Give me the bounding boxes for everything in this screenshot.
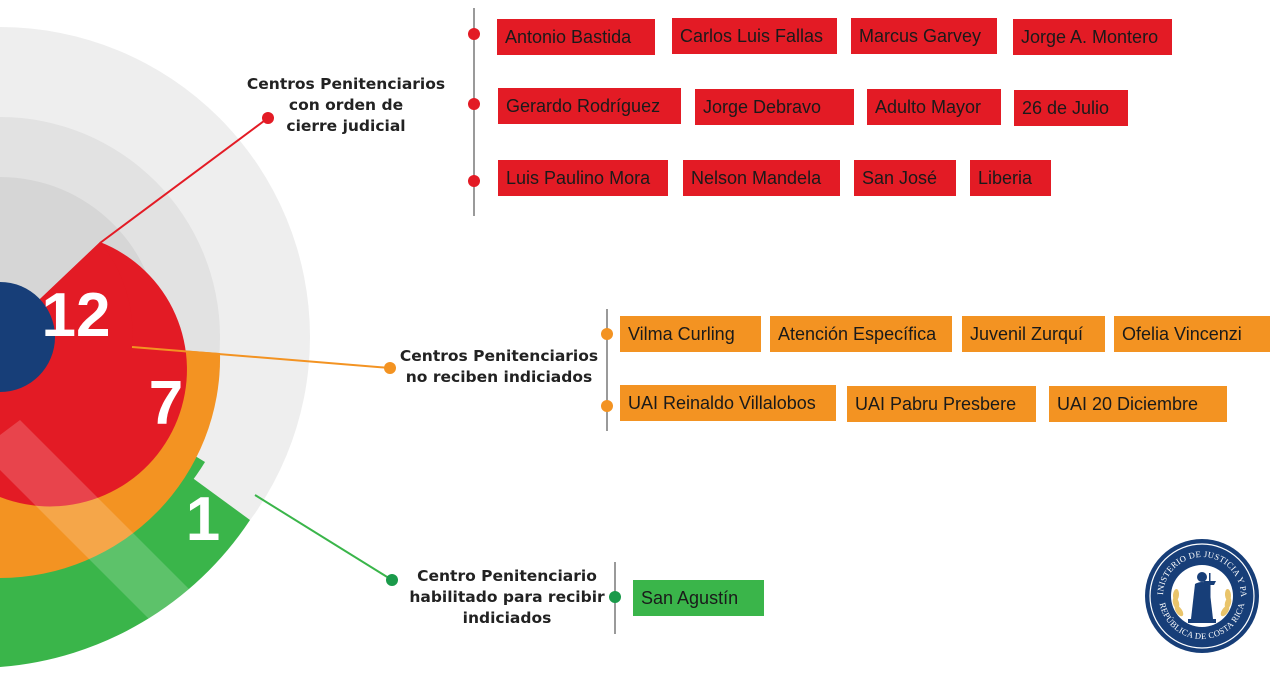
center-tag: Juvenil Zurquí (962, 316, 1105, 352)
label-line: Centro Penitenciario (417, 567, 597, 585)
category-label-green: Centro Penitenciario habilitado para rec… (406, 566, 608, 629)
count-7: 7 (149, 369, 183, 438)
laurel-icon (1172, 589, 1232, 617)
center-tag: Atención Específica (770, 316, 952, 352)
center-tag: Jorge Debravo (695, 89, 854, 125)
label-line: Centros Penitenciarios (246, 75, 446, 93)
center-tag: Luis Paulino Mora (498, 160, 668, 196)
label-line: indiciados (462, 609, 552, 627)
connector-red (99, 117, 269, 244)
center-tag: UAI 20 Diciembre (1049, 386, 1227, 422)
count-12: 12 (42, 281, 111, 350)
connector-dot-green (386, 574, 398, 586)
orange-group-divider (606, 309, 608, 431)
center-tag: Antonio Bastida (497, 19, 655, 55)
category-label-orange: Centros Penitenciarios no reciben indici… (398, 346, 600, 388)
red-group-divider (473, 8, 475, 216)
connector-orange (131, 346, 391, 369)
connector-green (254, 494, 393, 581)
ministry-seal-logo: MINISTERIO DE JUSTICIA Y PAZ REPÚBLICA D… (1143, 537, 1259, 653)
row-bullet (468, 175, 480, 187)
category-label-red: Centros Penitenciarios con orden de cier… (240, 74, 452, 137)
center-tag: Ofelia Vincenzi (1114, 316, 1270, 352)
center-tag: Gerardo Rodríguez (498, 88, 681, 124)
label-line: habilitado para recibir (409, 588, 605, 606)
center-tag: San José (854, 160, 956, 196)
light-beam (0, 420, 200, 630)
row-bullet (468, 98, 480, 110)
row-bullet (609, 591, 621, 603)
label-line: Centros Penitenciarios (399, 347, 599, 365)
center-tag: Jorge A. Montero (1013, 19, 1172, 55)
center-tag: Carlos Luis Fallas (672, 18, 837, 54)
center-tag: Nelson Mandela (683, 160, 840, 196)
center-disc (0, 282, 55, 392)
center-tag: UAI Reinaldo Villalobos (620, 385, 836, 421)
center-tag: Liberia (970, 160, 1051, 196)
center-tag: San Agustín (633, 580, 764, 616)
center-tag: Vilma Curling (620, 316, 761, 352)
center-tag: Marcus Garvey (851, 18, 997, 54)
count-1: 1 (186, 485, 220, 554)
label-line: con orden de (288, 96, 404, 114)
connector-dot-red (262, 112, 274, 124)
center-tag: 26 de Julio (1014, 90, 1128, 126)
label-line: cierre judicial (286, 117, 406, 135)
center-tag: Adulto Mayor (867, 89, 1001, 125)
row-bullet (601, 400, 613, 412)
connector-dot-orange (384, 362, 396, 374)
row-bullet (601, 328, 613, 340)
label-line: no reciben indiciados (405, 368, 593, 386)
center-tag: UAI Pabru Presbere (847, 386, 1036, 422)
row-bullet (468, 28, 480, 40)
justice-statue-icon (1188, 572, 1216, 623)
